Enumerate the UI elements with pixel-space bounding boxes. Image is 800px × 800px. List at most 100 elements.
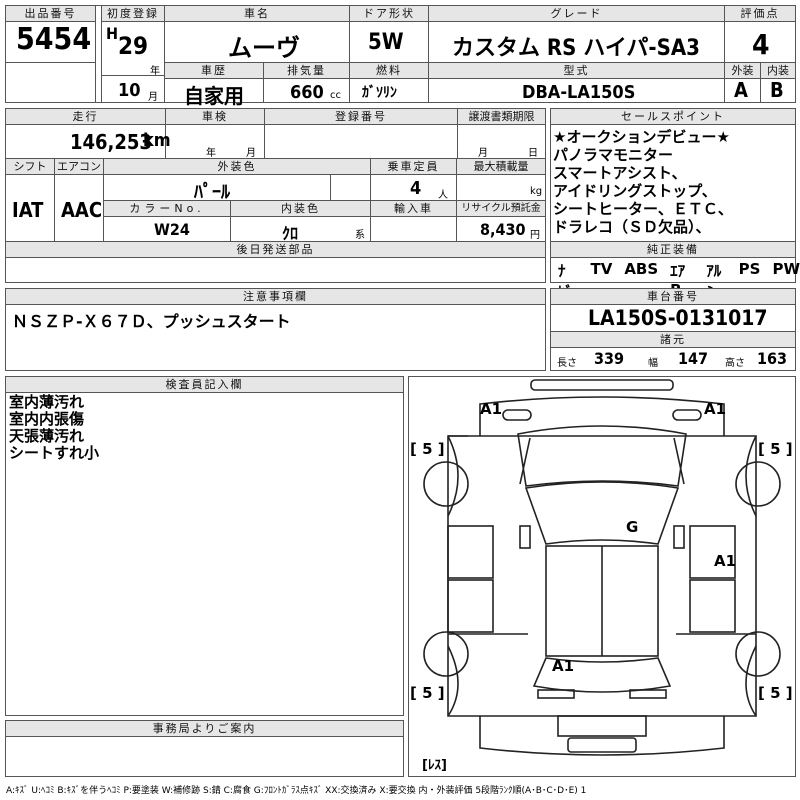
equipment-item: PW [772, 260, 800, 278]
inspector-line: 室内内張傷 [9, 410, 85, 428]
car-name: ムーヴ [228, 34, 300, 62]
color-no-label: カラーNo. [104, 201, 230, 217]
recycle-unit: 円 [530, 230, 540, 241]
mileage-unit: km [143, 130, 171, 151]
int-color-label: 内装色 [231, 201, 370, 217]
inspector-line: シートすれ小 [9, 444, 100, 462]
reg-year: 29 [118, 32, 149, 60]
insp-month-unit: 月 [246, 148, 256, 159]
equipment-item: TV [590, 260, 613, 278]
insp-year-unit: 年 [206, 148, 216, 159]
office-box [5, 720, 404, 777]
damage-mark: A1 [480, 400, 502, 418]
chassis-number: LA150S-0131017 [588, 306, 768, 330]
door-label: ドア形状 [350, 6, 428, 22]
capacity: 4 [410, 178, 422, 199]
inspector-label: 検査員記入欄 [6, 377, 403, 393]
transfer-day-unit: 日 [528, 148, 538, 159]
lot-number: 5454 [16, 22, 92, 57]
displacement-label: 排気量 [264, 63, 349, 79]
damage-mark: G [626, 518, 638, 536]
inspection-label: 車検 [166, 109, 264, 125]
interior-grade: B [770, 78, 784, 102]
car-damage-diagram: A1 A1 G A1 A1 [ 5 ] [ 5 ] [ 5 ] [ 5 ] [ﾚ… [410, 379, 793, 773]
import-label: 輸入車 [371, 201, 456, 217]
mileage: 146,253 [70, 130, 152, 154]
spare-tire: [ﾚｽ] [422, 758, 447, 773]
interior-label: 内装 [761, 63, 795, 79]
damage-diagram-box [408, 376, 796, 777]
sales-points-list: ★オークションデビュー★ パノラマモニター スマートアシスト、 アイドリングスト… [553, 128, 733, 236]
tire-tread: [ 5 ] [758, 684, 793, 702]
grade: カスタム RS ハイパ-SA3 [452, 36, 700, 61]
sales-point-line: スマートアシスト、 [553, 164, 687, 182]
load-label: 最大積載量 [457, 159, 545, 175]
load-unit: kg [530, 186, 543, 197]
ac-label: エアコン [55, 159, 103, 175]
width-label: 幅 [648, 358, 658, 369]
length: 339 [594, 349, 625, 368]
int-color-unit: 系 [355, 230, 365, 241]
inspector-line: 室内薄汚れ [9, 393, 85, 411]
dims-label: 諸元 [551, 332, 795, 348]
office-label: 事務局よりご案内 [6, 721, 403, 737]
length-label: 長さ [557, 358, 577, 369]
notes-label: 注意事項欄 [6, 289, 545, 305]
transfer-month-unit: 月 [478, 148, 488, 159]
history: 自家用 [184, 84, 244, 108]
grade-label: グレード [429, 6, 724, 22]
month-unit: 月 [148, 92, 158, 103]
later-parts-label: 後日発送部品 [6, 242, 545, 258]
chassis-box [550, 288, 796, 371]
equipment-item: PS [738, 260, 761, 278]
fuel: ｶﾞｿﾘﾝ [362, 85, 397, 101]
car-name-label: 車名 [165, 6, 349, 22]
fuel-label: 燃料 [350, 63, 428, 79]
door-type: 5W [368, 30, 404, 55]
tire-tread: [ 5 ] [410, 684, 445, 702]
equipment-item: ABS [624, 260, 659, 278]
tire-tread: [ 5 ] [758, 440, 793, 458]
capacity-unit: 人 [438, 190, 448, 201]
displacement-unit: cc [330, 90, 341, 101]
inspector-notes: 室内薄汚れ 室内内張傷 天張薄汚れ シートすれ小 [9, 394, 99, 462]
exterior-color: ﾊﾟｰﾙ [194, 182, 230, 203]
chassis-label: 車台番号 [551, 289, 795, 305]
damage-mark: A1 [704, 400, 726, 418]
history-label: 車歴 [165, 63, 263, 79]
sales-points [550, 108, 796, 283]
height-label: 高さ [725, 358, 745, 369]
sales-point-line: ドラレコ（ＳＤ欠品）、 [553, 218, 711, 236]
legend: A:ｷｽﾞ U:ﾍｺﾐ B:ｷｽﾞを伴うﾍｺﾐ P:要塗装 W:補修跡 S:錆 … [6, 786, 587, 796]
inspector-line: 天張薄汚れ [9, 427, 85, 445]
capacity-label: 乗車定員 [371, 159, 456, 175]
damage-mark: A1 [552, 657, 574, 675]
color-no: W24 [154, 220, 190, 239]
sales-point-line: シートヒーター、ＥＴＣ、 [553, 200, 733, 218]
transfer-label: 譲渡書類期限 [458, 109, 545, 125]
first-reg-label: 初度登録 [102, 6, 164, 22]
score: 4 [752, 28, 770, 61]
inspector-box [5, 376, 404, 716]
lot-label: 出品番号 [6, 6, 95, 22]
sales-point-line: ★オークションデビュー★ [553, 128, 730, 146]
recycle-fee: 8,430 [480, 220, 526, 239]
exterior-label: 外装 [725, 63, 760, 79]
mileage-label: 走行 [6, 109, 165, 125]
shift-label: シフト [6, 159, 54, 175]
notes-box [5, 288, 546, 371]
header-grid [5, 5, 796, 103]
model-label: 型式 [429, 63, 724, 79]
recycle-label: リサイクル預託金 [457, 201, 545, 217]
interior-color: ｸﾛ [282, 224, 299, 243]
model: DBA-LA150S [522, 82, 636, 103]
sales-point-line: アイドリングストップ、 [553, 182, 717, 200]
era: H [106, 24, 119, 43]
score-label: 評価点 [725, 6, 795, 22]
year-unit: 年 [150, 66, 160, 77]
specs-grid [5, 108, 546, 283]
plate-label: 登録番号 [265, 109, 457, 125]
height: 163 [757, 349, 788, 368]
color-label: 外装色 [104, 159, 370, 175]
equipment-label: 純正装備 [551, 242, 795, 258]
